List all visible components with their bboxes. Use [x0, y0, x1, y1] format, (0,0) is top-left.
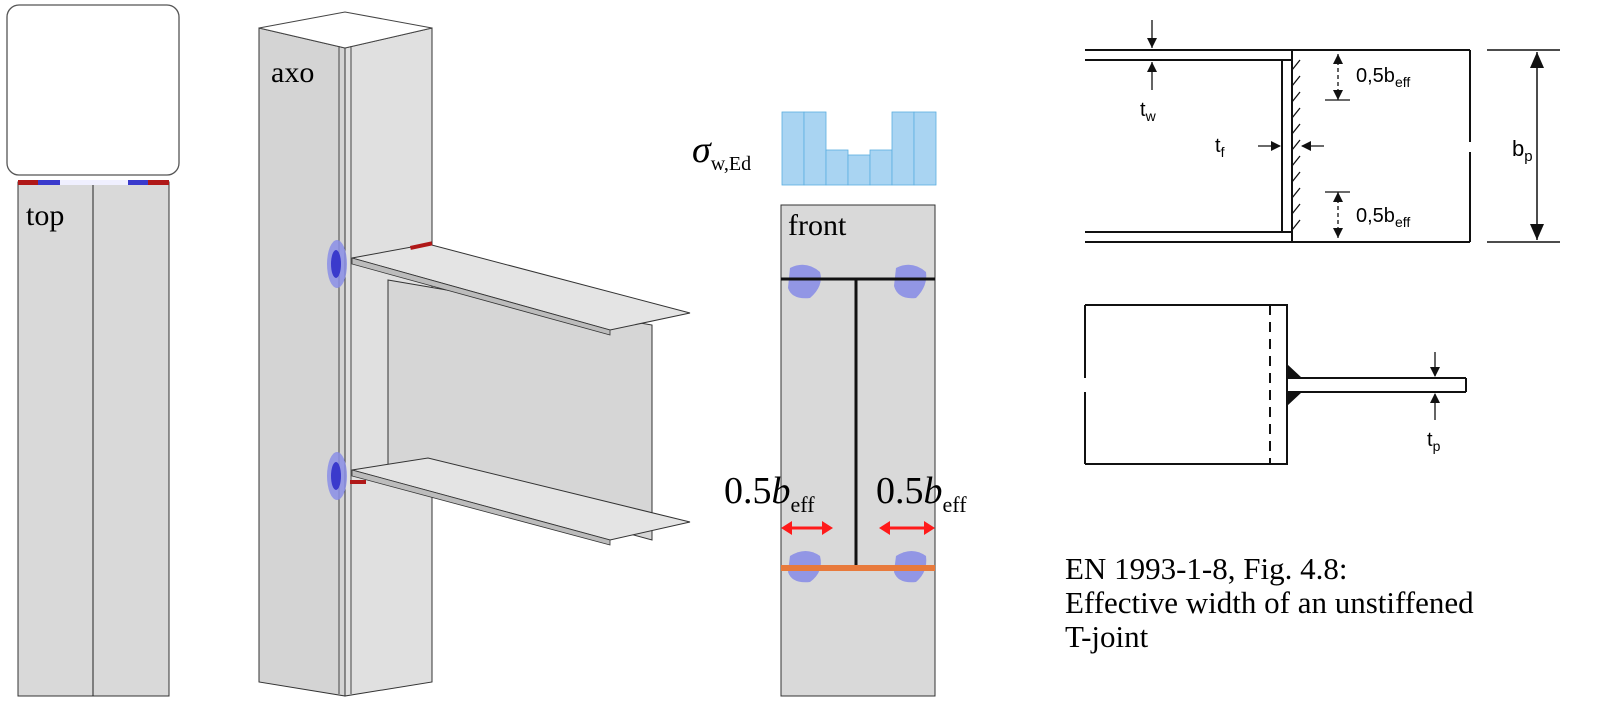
label-tp-sub: p: [1433, 438, 1441, 454]
caption-line-3: T-joint: [1065, 619, 1149, 654]
figure-caption: EN 1993-1-8, Fig. 4.8: Effective width o…: [1065, 552, 1595, 654]
stress-bar-4: [847, 154, 871, 186]
stress-bar-5: [869, 149, 893, 186]
top-view-edge-white: [60, 180, 128, 185]
front-contour-top-left: [788, 264, 821, 299]
axo-contour-bottom-core: [331, 462, 341, 490]
elevation-column: [1085, 304, 1288, 465]
label-tf: tf: [1215, 135, 1225, 160]
stress-bar-7: [913, 111, 937, 186]
axo-flange-edge-red-top: [410, 241, 433, 250]
effective-width-left-symbol: b: [772, 470, 791, 512]
stress-distribution: [781, 111, 937, 186]
elevation-weld-bottom: [1287, 392, 1302, 406]
front-view: σw,Ed front 0.5beff 0.5beff: [692, 111, 967, 697]
label-bp: bp: [1512, 136, 1533, 165]
effective-width-label-right: 0.5beff: [876, 470, 967, 517]
stress-symbol-main: σ: [692, 129, 712, 171]
label-tw-main: t: [1140, 99, 1146, 121]
label-beff-top-main: 0,5b: [1356, 65, 1395, 87]
elevation-view: [1084, 304, 1467, 465]
label-tp: tp: [1427, 429, 1441, 454]
top-view-flange-outline: [6, 4, 180, 176]
axo-beam-bottom-flange-edge: [351, 469, 611, 546]
plan-bottom-flange: [1085, 231, 1293, 243]
label-tw-sub: w: [1145, 108, 1157, 124]
front-contour-top-right: [894, 264, 927, 299]
label-bp-sub: p: [1524, 148, 1532, 165]
effective-width-arrow-left: [781, 521, 833, 535]
label-beff-top: 0,5beff: [1356, 65, 1410, 90]
top-view-edge-blue-left: [38, 180, 60, 185]
effective-width-right-subscript: eff: [943, 492, 968, 517]
label-beff-bottom-main: 0,5b: [1356, 205, 1395, 227]
effective-width-arrow-right: [879, 521, 935, 535]
label-beff-bottom: 0,5beff: [1356, 205, 1410, 230]
effective-width-left-prefix: 0.5: [724, 470, 772, 512]
elevation-weld-top: [1287, 364, 1302, 378]
top-view: top: [6, 4, 180, 697]
caption-line-2: Effective width of an unstiffened: [1065, 585, 1474, 620]
effective-width-left-subscript: eff: [791, 492, 816, 517]
stress-bar-2: [803, 111, 827, 186]
label-tp-main: t: [1427, 429, 1433, 451]
top-view-label: top: [26, 199, 64, 232]
label-tf-sub: f: [1221, 144, 1225, 160]
top-view-edge-red-left: [18, 180, 38, 185]
front-view-label: front: [788, 209, 847, 242]
effective-width-label-left: 0.5beff: [724, 470, 815, 517]
axo-contour-top-core: [331, 250, 341, 278]
caption-line-1: EN 1993-1-8, Fig. 4.8:: [1065, 551, 1348, 586]
plan-weld-hatching: [1291, 59, 1301, 231]
axo-beam-top-flange-edge: [351, 257, 611, 336]
stress-symbol: σw,Ed: [692, 129, 751, 175]
axo-view-label: axo: [271, 56, 314, 89]
stress-symbol-subscript: w,Ed: [711, 153, 751, 175]
effective-width-right-symbol: b: [924, 470, 943, 512]
axo-column-left-face: [258, 27, 346, 697]
axo-flange-edge-red-bottom: [350, 480, 366, 484]
plan-top-flange: [1085, 49, 1293, 61]
label-tf-main: t: [1215, 135, 1221, 157]
standard-figure-labels: tw tf 0,5beff 0,5beff bp tp: [1140, 65, 1533, 454]
top-view-edge-blue-right: [128, 180, 148, 185]
axo-view: axo: [258, 11, 691, 697]
standard-figure: [1084, 20, 1560, 465]
axo-column-top-cap: [258, 11, 433, 49]
label-beff-bottom-sub: eff: [1395, 214, 1410, 230]
label-beff-top-sub: eff: [1395, 74, 1410, 90]
effective-width-right-prefix: 0.5: [876, 470, 924, 512]
top-view-edge-red-right: [148, 180, 169, 185]
stress-bar-3: [825, 149, 849, 186]
plan-view: [1085, 20, 1560, 243]
stress-bar-6: [891, 111, 915, 186]
stress-bar-1: [781, 111, 805, 186]
label-bp-main: b: [1512, 136, 1524, 161]
label-tw: tw: [1140, 99, 1157, 124]
